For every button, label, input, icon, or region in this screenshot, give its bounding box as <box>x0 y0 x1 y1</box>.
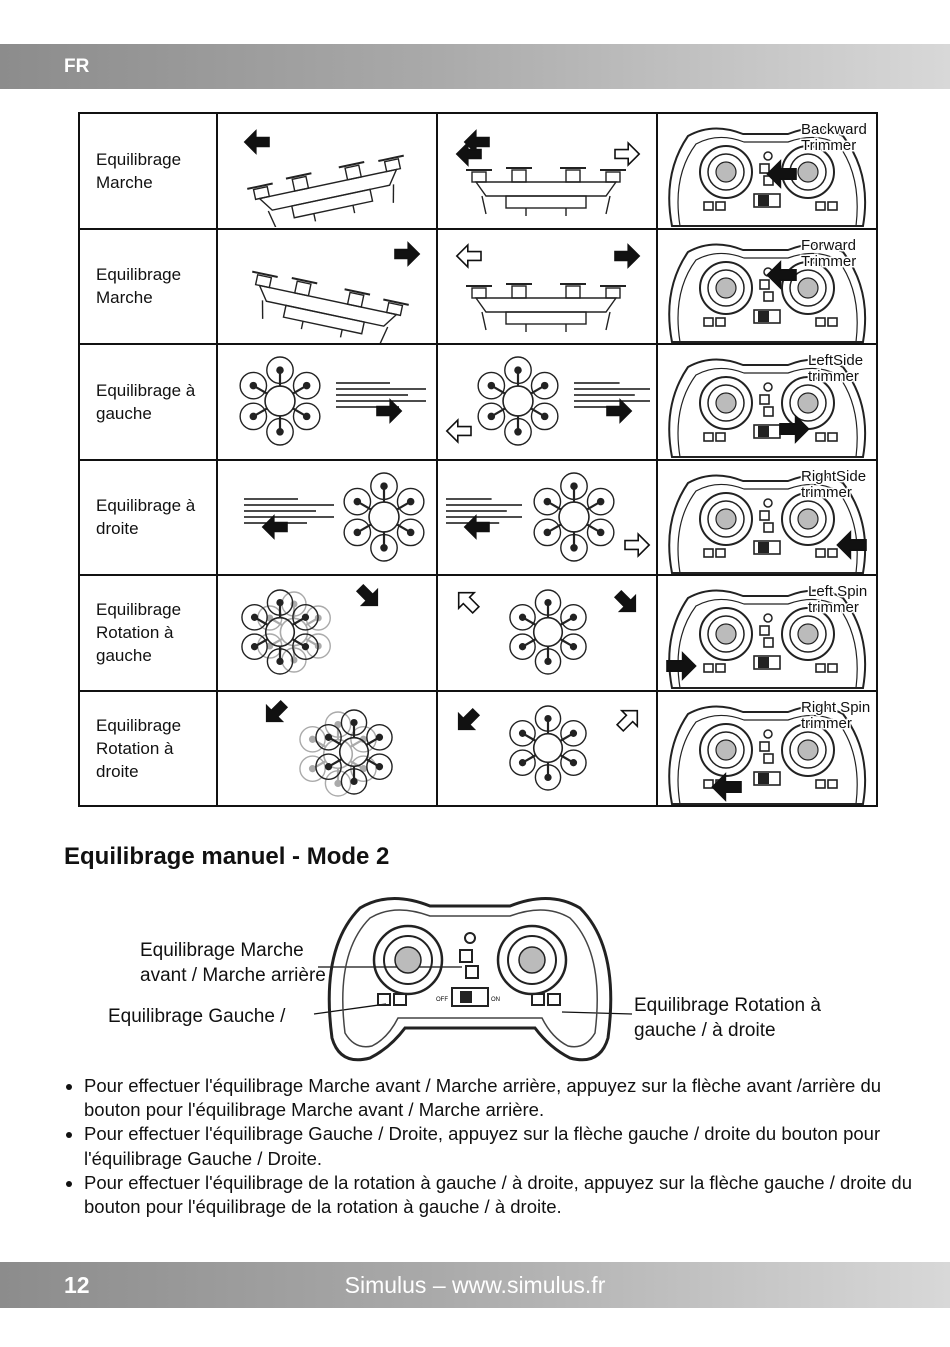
drone-icon <box>466 167 626 217</box>
footer-site: Simulus – www.simulus.fr <box>344 1272 606 1298</box>
callout-left-right: Equilibrage Gauche / <box>108 1006 286 1027</box>
illustration-cell <box>216 458 438 576</box>
arrow-icon <box>445 418 472 445</box>
arrow-icon <box>606 398 633 425</box>
drone-icon <box>509 705 587 791</box>
drone-icon <box>466 282 626 332</box>
arrow-icon <box>711 771 742 802</box>
instruction-list: Pour effectuer l'équilibrage Marche avan… <box>62 1074 914 1219</box>
illustration-cell <box>216 112 438 230</box>
arrow-icon <box>463 129 490 156</box>
switch-off-label: OFF <box>436 997 448 1003</box>
drone-icon <box>509 589 587 675</box>
arrow-icon <box>614 242 641 269</box>
illustration-cell <box>216 343 438 461</box>
header-bar: FR <box>0 44 950 89</box>
row-label: Equilibrage Rotation à gauche <box>78 574 218 692</box>
illustration-cell <box>436 574 658 692</box>
drone-icon <box>477 356 559 446</box>
drone-icon <box>343 472 425 562</box>
arrow-icon <box>766 159 797 190</box>
arrow-icon <box>455 141 482 168</box>
illustration-cell <box>436 112 658 230</box>
remote-control-icon <box>668 243 867 343</box>
arrow-icon <box>624 531 651 558</box>
arrow-icon <box>265 699 289 722</box>
list-item: Pour effectuer l'équilibrage de la rotat… <box>84 1171 914 1219</box>
arrow-icon <box>457 707 481 730</box>
arrow-icon <box>457 592 481 615</box>
row-label: Equilibrage Rotation à droite <box>78 689 218 807</box>
arrow-icon <box>614 141 641 168</box>
remote-control-icon <box>668 358 867 458</box>
drone-icon <box>299 711 377 797</box>
arrow-icon <box>613 590 637 613</box>
drone-icon <box>315 709 393 795</box>
section-title: Equilibrage manuel - Mode 2 <box>64 843 390 870</box>
illustration-cell <box>216 689 438 807</box>
arrow-icon <box>455 242 482 269</box>
arrow-icon <box>836 529 867 560</box>
drone-icon <box>239 356 321 446</box>
list-item: Pour effectuer l'équilibrage Gauche / Dr… <box>84 1122 914 1170</box>
arrow-icon <box>463 513 490 540</box>
row-label: Equilibrage Marche <box>78 112 218 230</box>
arrow-icon <box>779 414 810 445</box>
callout-rotation: Equilibrage Rotation à gauche / à droite <box>634 995 821 1041</box>
arrow-icon <box>615 709 639 732</box>
footer-bar: 12 Simulus – www.simulus.fr <box>0 1262 950 1308</box>
drone-icon <box>247 154 404 227</box>
illustration-cell <box>436 227 658 345</box>
illustration-cell <box>216 227 438 345</box>
arrow-icon <box>376 398 403 425</box>
illustration-cell <box>436 343 658 461</box>
table-row: Equilibrage Rotation à droite Right Spin… <box>78 689 878 807</box>
remote-control-icon <box>668 705 867 805</box>
illustration-cell <box>216 574 438 692</box>
illustration-cell <box>436 689 658 807</box>
row-label: Equilibrage à droite <box>78 458 218 576</box>
drone-icon <box>241 589 319 675</box>
drone-icon <box>252 270 409 343</box>
row-label: Equilibrage à gauche <box>78 343 218 461</box>
switch-on-label: ON <box>491 997 500 1003</box>
drone-icon <box>533 472 615 562</box>
list-item: Pour effectuer l'équilibrage Marche avan… <box>84 1074 914 1122</box>
language-tag: FR <box>64 56 90 77</box>
row-label: Equilibrage Marche <box>78 227 218 345</box>
illustration-cell <box>436 458 658 576</box>
remote-control-icon: OFF ON <box>327 896 613 1062</box>
callout-forward-back: Equilibrage Marche avant / Marche arrièr… <box>140 940 326 986</box>
arrow-icon <box>766 259 797 290</box>
page-number: 12 <box>64 1272 90 1298</box>
arrow-icon <box>243 129 270 156</box>
arrow-icon <box>261 513 288 540</box>
arrow-icon <box>394 240 421 267</box>
arrow-icon <box>666 651 697 682</box>
remote-control-icon <box>668 474 867 574</box>
remote-control-icon <box>668 589 867 689</box>
arrow-icon <box>355 584 379 607</box>
